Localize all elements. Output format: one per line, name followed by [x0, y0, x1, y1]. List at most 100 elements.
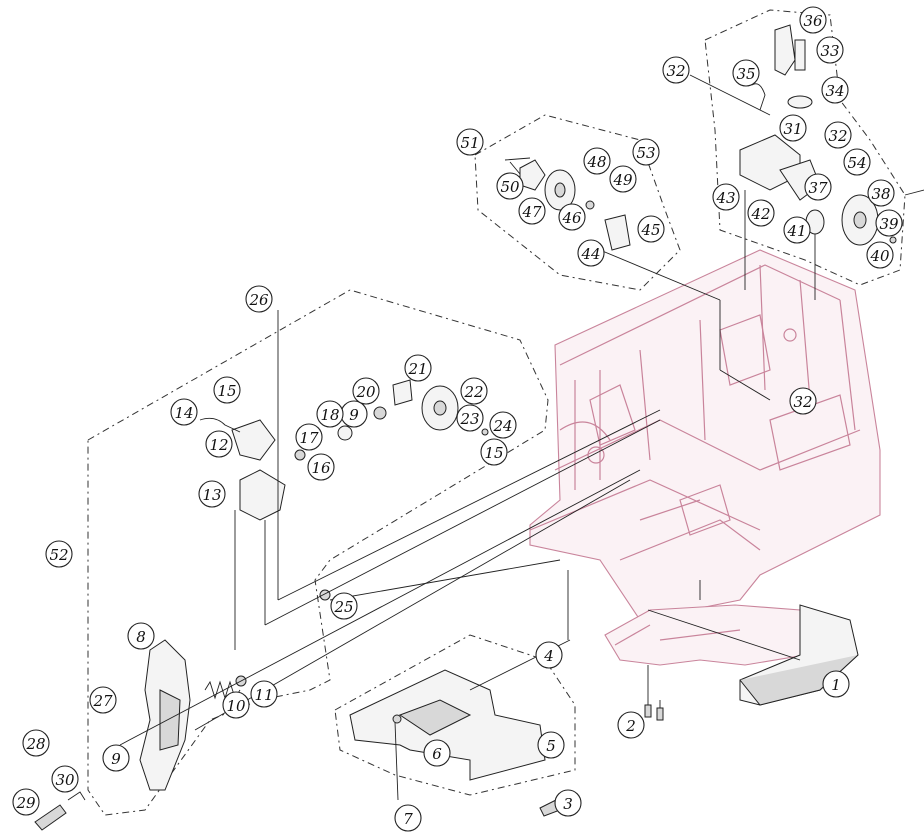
- callout-40: 40: [866, 241, 894, 269]
- svg-text:26: 26: [248, 291, 269, 309]
- svg-text:42: 42: [750, 205, 770, 223]
- callout-1: 1: [822, 670, 850, 698]
- callout-8: 8: [127, 622, 155, 650]
- callout-18: 18: [316, 400, 344, 428]
- svg-text:32: 32: [666, 62, 685, 80]
- callout-3: 3: [554, 789, 582, 817]
- group-52-boundary: [87, 289, 549, 816]
- callout-2: 2: [617, 711, 645, 739]
- callout-15-lower: 15: [480, 438, 508, 466]
- callout-32-right: 32: [824, 121, 852, 149]
- callout-27: 27: [89, 686, 117, 714]
- svg-text:20: 20: [355, 383, 376, 401]
- callout-11: 11: [250, 680, 278, 708]
- part-5-lower-cover: [349, 669, 546, 781]
- callout-37: 37: [804, 173, 832, 201]
- callout-16: 16: [307, 453, 335, 481]
- svg-text:9: 9: [349, 406, 359, 424]
- callout-35: 35: [732, 59, 760, 87]
- assembly-lines: [119, 310, 801, 801]
- svg-text:15: 15: [484, 444, 503, 462]
- shaft-group-16-24: [294, 379, 489, 461]
- callout-39: 39: [875, 209, 903, 237]
- svg-text:31: 31: [783, 120, 802, 138]
- callout-32-left: 32: [662, 56, 690, 84]
- callout-22: 22: [460, 377, 488, 405]
- callout-28: 28: [22, 729, 50, 757]
- callout-41: 41: [783, 216, 811, 244]
- callout-29: 29: [12, 788, 40, 816]
- callout-36: 36: [799, 6, 827, 34]
- svg-text:32: 32: [793, 393, 812, 411]
- svg-text:14: 14: [174, 404, 193, 422]
- callout-9-upper: 9: [340, 400, 368, 428]
- callout-46: 46: [558, 203, 586, 231]
- svg-text:45: 45: [640, 221, 660, 239]
- callout-44: 44: [577, 239, 605, 267]
- callout-34: 34: [821, 76, 849, 104]
- callout-25: 25: [330, 592, 358, 620]
- svg-text:1: 1: [831, 676, 841, 694]
- svg-text:12: 12: [209, 436, 228, 454]
- svg-text:44: 44: [580, 245, 600, 263]
- svg-text:35: 35: [736, 65, 755, 83]
- svg-text:28: 28: [25, 735, 45, 753]
- svg-text:53: 53: [636, 144, 655, 162]
- svg-text:46: 46: [561, 209, 582, 227]
- svg-text:9: 9: [111, 750, 121, 768]
- callout-26: 26: [245, 285, 273, 313]
- callout-23: 23: [456, 404, 484, 432]
- callout-10: 10: [222, 691, 250, 719]
- svg-text:6: 6: [432, 745, 442, 763]
- svg-text:54: 54: [847, 154, 866, 172]
- svg-text:33: 33: [820, 42, 839, 60]
- svg-text:30: 30: [55, 771, 75, 789]
- svg-text:23: 23: [459, 410, 479, 428]
- callout-15-upper: 15: [213, 376, 241, 404]
- callout-48: 48: [583, 147, 611, 175]
- callout-54: 54: [843, 148, 871, 176]
- svg-text:2: 2: [625, 717, 636, 735]
- svg-text:17: 17: [299, 429, 319, 447]
- callout-50: 50: [496, 172, 524, 200]
- callout-31: 31: [779, 114, 807, 142]
- svg-text:11: 11: [254, 686, 273, 704]
- svg-text:21: 21: [407, 360, 427, 378]
- callout-9-lower: 9: [102, 744, 130, 772]
- svg-text:43: 43: [715, 189, 735, 207]
- machine-frame: [529, 249, 881, 666]
- svg-text:49: 49: [612, 171, 633, 189]
- callout-21: 21: [404, 354, 432, 382]
- part-29-30-pin: [34, 791, 86, 831]
- group-4-boundary: [334, 634, 576, 796]
- svg-text:52: 52: [49, 546, 68, 564]
- callout-43: 43: [712, 183, 740, 211]
- callout-7: 7: [394, 804, 422, 832]
- svg-text:3: 3: [563, 795, 573, 813]
- part-8-face-plate: [139, 639, 191, 791]
- svg-text:4: 4: [543, 647, 554, 665]
- svg-text:39: 39: [879, 215, 899, 233]
- svg-text:15: 15: [217, 382, 236, 400]
- svg-text:47: 47: [521, 203, 542, 221]
- callout-53: 53: [632, 138, 660, 166]
- svg-text:51: 51: [460, 134, 479, 152]
- svg-text:8: 8: [136, 628, 146, 646]
- svg-text:50: 50: [500, 178, 520, 196]
- svg-text:18: 18: [320, 406, 339, 424]
- callout-5: 5: [537, 731, 565, 759]
- svg-text:16: 16: [311, 459, 331, 477]
- svg-text:37: 37: [808, 179, 828, 197]
- svg-text:32: 32: [828, 127, 847, 145]
- svg-text:41: 41: [786, 222, 806, 240]
- callout-52: 52: [45, 540, 73, 568]
- callout-17: 17: [295, 423, 323, 451]
- part-2-screws: [644, 665, 664, 721]
- svg-text:29: 29: [15, 794, 36, 812]
- callout-47: 47: [518, 197, 546, 225]
- svg-text:7: 7: [403, 810, 413, 828]
- part-14-spring-wire: [199, 417, 241, 433]
- svg-text:22: 22: [463, 383, 483, 401]
- callout-4: 4: [535, 641, 563, 669]
